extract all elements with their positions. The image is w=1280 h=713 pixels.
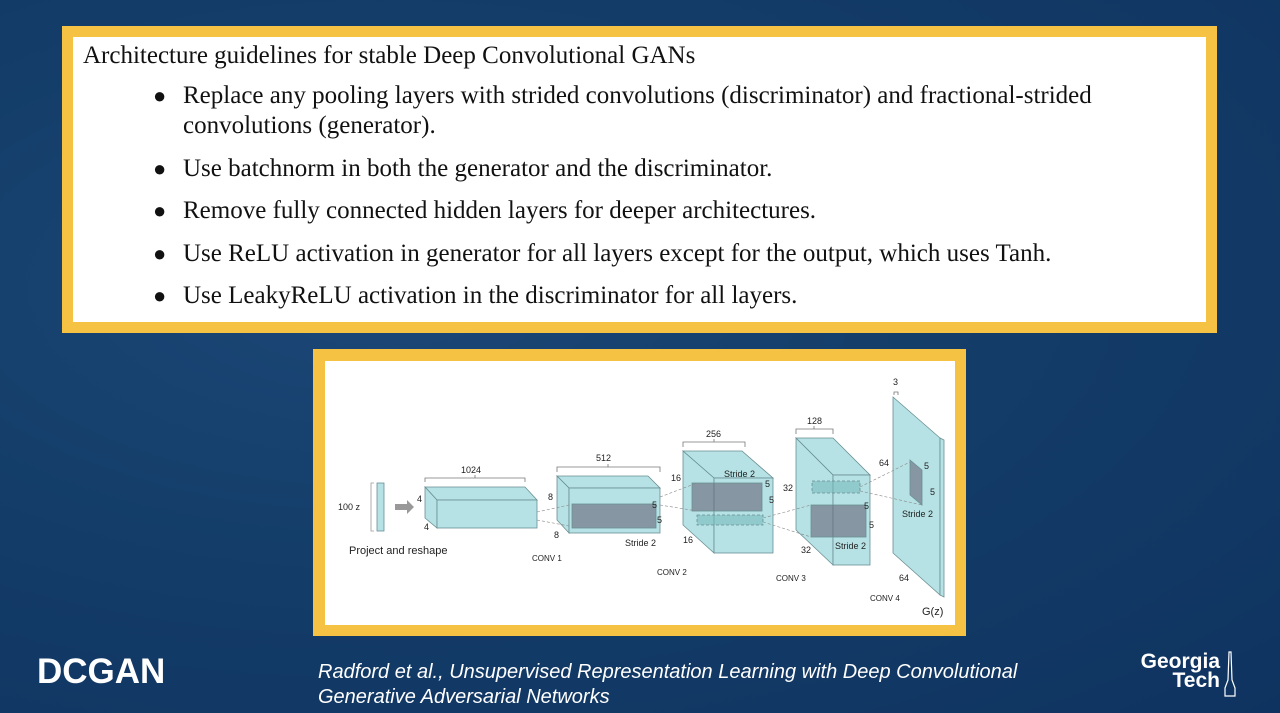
tech-tower-icon xyxy=(1224,651,1236,697)
dim-label: 5 xyxy=(769,495,774,505)
dim-label: 4 xyxy=(417,494,422,504)
citation-title: Unsupervised Representation Learning wit… xyxy=(318,661,1018,708)
dim-label: 5 xyxy=(652,500,657,510)
conv-label: CONV 2 xyxy=(657,568,687,577)
dim-label: 5 xyxy=(869,520,874,530)
dim-label: 128 xyxy=(807,416,822,426)
bullet-icon: ● xyxy=(153,198,167,223)
dim-label: 1024 xyxy=(461,465,481,475)
bullet-icon: ● xyxy=(153,155,167,181)
z-label: 100 z xyxy=(338,502,361,512)
kernel-projection-lines xyxy=(536,461,923,538)
architecture-diagram: 100 z Project and reshape 1024 4 4 512 8… xyxy=(325,361,955,625)
dim-label: 5 xyxy=(657,515,662,525)
list-item-text: Use LeakyReLU activation in the discrimi… xyxy=(183,282,798,309)
conv-label: CONV 4 xyxy=(870,594,900,603)
dim-label: 3 xyxy=(893,377,898,387)
dim-label: 5 xyxy=(924,461,929,471)
logo-line1: Georgia xyxy=(1140,650,1220,673)
list-item: ● Use LeakyReLU activation in the discrim… xyxy=(153,281,1203,311)
block-512 xyxy=(556,475,661,535)
arrow-icon xyxy=(395,500,414,514)
georgia-tech-logo: Georgia Tech xyxy=(1125,650,1220,692)
block-256 xyxy=(681,450,775,554)
list-item-text: Replace any pooling layers with strided … xyxy=(183,82,1092,139)
z-vector xyxy=(376,482,385,532)
guidelines-title: Architecture guidelines for stable Deep … xyxy=(83,42,696,69)
list-item-text: Remove fully connected hidden layers for… xyxy=(183,197,817,224)
bullet-icon: ● xyxy=(153,240,167,266)
output-image xyxy=(892,396,945,598)
list-item: ● Use batchnorm in both the generator and… xyxy=(153,154,1203,184)
list-item: ● Remove fully connected hidden layers fo… xyxy=(153,196,1203,226)
list-item-text: Use ReLU activation in generator for all… xyxy=(183,239,1052,267)
dcgan-diagram: 100 z Project and reshape 1024 4 4 512 8… xyxy=(338,377,945,618)
bullet-icon: ● xyxy=(153,283,167,308)
block-128 xyxy=(795,437,871,566)
guidelines-list: ● Replace any pooling layers with strided… xyxy=(153,81,1203,324)
stride-label: Stride 2 xyxy=(625,538,656,548)
dim-label: 5 xyxy=(765,479,770,489)
dim-label: 64 xyxy=(899,573,909,583)
dim-label: 8 xyxy=(548,492,553,502)
dim-label: 4 xyxy=(424,522,429,532)
list-item: ● Use ReLU activation in generator for al… xyxy=(153,239,1203,269)
dim-label: 32 xyxy=(783,483,793,493)
dim-label: 32 xyxy=(801,545,811,555)
dim-label: 16 xyxy=(683,535,693,545)
list-item-text: Use batchnorm in both the generator and … xyxy=(183,154,773,182)
output-label: G(z) xyxy=(922,606,943,618)
conv-label: CONV 1 xyxy=(532,554,562,563)
logo-line2: Tech xyxy=(1172,669,1220,692)
block-1024 xyxy=(424,485,538,529)
dim-label: 256 xyxy=(706,429,721,439)
dim-label: 5 xyxy=(864,501,869,511)
slide-title: DCGAN xyxy=(37,652,166,691)
project-label: Project and reshape xyxy=(349,545,447,557)
dim-label: 512 xyxy=(596,453,611,463)
guidelines-content: Architecture guidelines for stable Deep … xyxy=(73,37,1206,322)
guidelines-panel: Architecture guidelines for stable Deep … xyxy=(62,26,1217,333)
dim-label: 5 xyxy=(930,487,935,497)
bullet-icon: ● xyxy=(153,83,167,108)
stride-label: Stride 2 xyxy=(835,541,866,551)
dim-label: 64 xyxy=(879,458,889,468)
conv-label: CONV 3 xyxy=(776,574,806,583)
stride-label: Stride 2 xyxy=(724,469,755,479)
citation: Radford et al., Unsupervised Representat… xyxy=(318,660,1098,710)
list-item: ● Replace any pooling layers with strided… xyxy=(153,81,1203,141)
width-brackets xyxy=(424,391,899,482)
stride-label: Stride 2 xyxy=(902,509,933,519)
architecture-diagram-panel: 100 z Project and reshape 1024 4 4 512 8… xyxy=(313,349,966,636)
dim-label: 8 xyxy=(554,530,559,540)
citation-authors: Radford et al., xyxy=(318,661,450,683)
dim-label: 16 xyxy=(671,473,681,483)
